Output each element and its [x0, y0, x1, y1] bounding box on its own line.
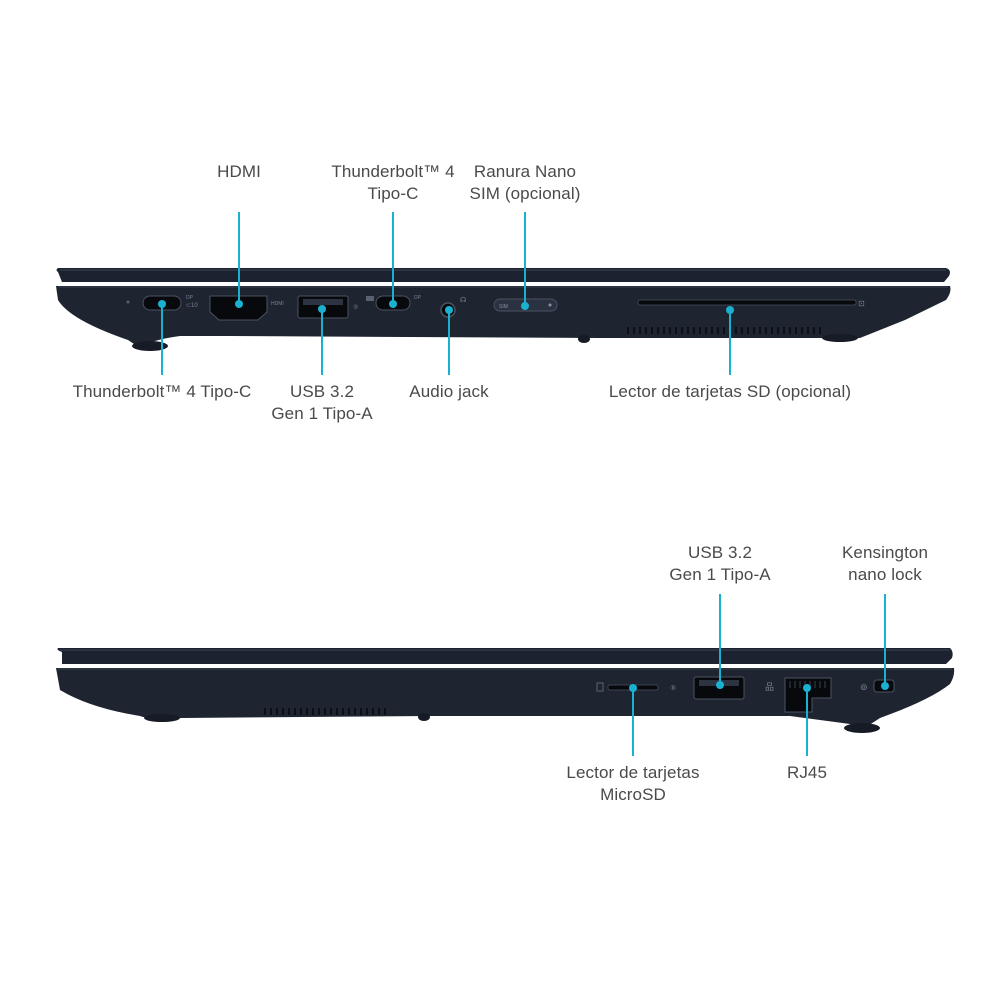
label-sd-reader: Lector de tarjetas SD (opcional) — [608, 382, 852, 401]
label-rj45: RJ45 — [786, 763, 828, 782]
callout-dot-usb-left — [318, 305, 326, 313]
network-icon: 品 — [765, 682, 774, 693]
callout-dot-thunderbolt-top — [389, 300, 397, 308]
label-thunderbolt-bottom: Thunderbolt™ 4 Tipo-C — [72, 382, 252, 401]
dp-mark-2: DP — [414, 295, 422, 301]
callout-dot-nano-sim — [521, 302, 529, 310]
label-usb-left: USB 3.2 Gen 1 Tipo-A — [271, 382, 373, 423]
callout-dot-microsd — [629, 684, 637, 692]
ss-mark-right-icon: ⑤ — [670, 684, 676, 692]
callout-lines-left — [161, 212, 731, 375]
label-nano-sim: Ranura Nano SIM (opcional) — [469, 162, 581, 203]
label-thunderbolt-top: Thunderbolt™ 4 Tipo-C — [331, 162, 455, 203]
callout-dot-thunderbolt-bottom — [158, 300, 166, 308]
label-usb-right: USB 3.2 Gen 1 Tipo-A — [669, 543, 771, 584]
hdmi-mark: HDMI — [271, 301, 284, 307]
headset-icon: ☊ — [460, 296, 466, 304]
hdmi-port — [209, 295, 268, 321]
callout-dot-hdmi — [235, 300, 243, 308]
callout-dot-sd — [726, 306, 734, 314]
laptop-left-side-view: DP ⊂10 HDMI ⑤ DP ☊ SIM ⊡ — [56, 268, 951, 351]
sim-mark: SIM — [499, 304, 508, 310]
callout-dot-kensington — [881, 682, 889, 690]
label-microsd: Lector de tarjetas MicroSD — [566, 763, 700, 804]
laptop-right-side-view: ⑤ 品 ⊚ — [56, 648, 955, 733]
battery-mark-icon — [366, 296, 374, 301]
usb-speed-mark-icon: ⊂10 — [186, 303, 198, 309]
callout-lines-right — [632, 594, 886, 756]
label-hdmi: HDMI — [217, 162, 261, 181]
callout-dot-audio — [445, 306, 453, 314]
callout-dot-usb-right — [716, 681, 724, 689]
ss-mark-icon: ⑤ — [353, 304, 358, 311]
label-audio-jack: Audio jack — [409, 382, 489, 401]
lock-icon: ⊚ — [860, 683, 868, 693]
dp-mark: DP — [186, 295, 194, 301]
callout-dot-rj45 — [803, 684, 811, 692]
label-kensington: Kensington nano lock — [841, 543, 929, 584]
sd-card-icon: ⊡ — [858, 299, 865, 308]
power-led-icon — [126, 300, 130, 304]
sd-card-slot — [637, 299, 857, 306]
microsd-card-icon — [596, 682, 604, 692]
